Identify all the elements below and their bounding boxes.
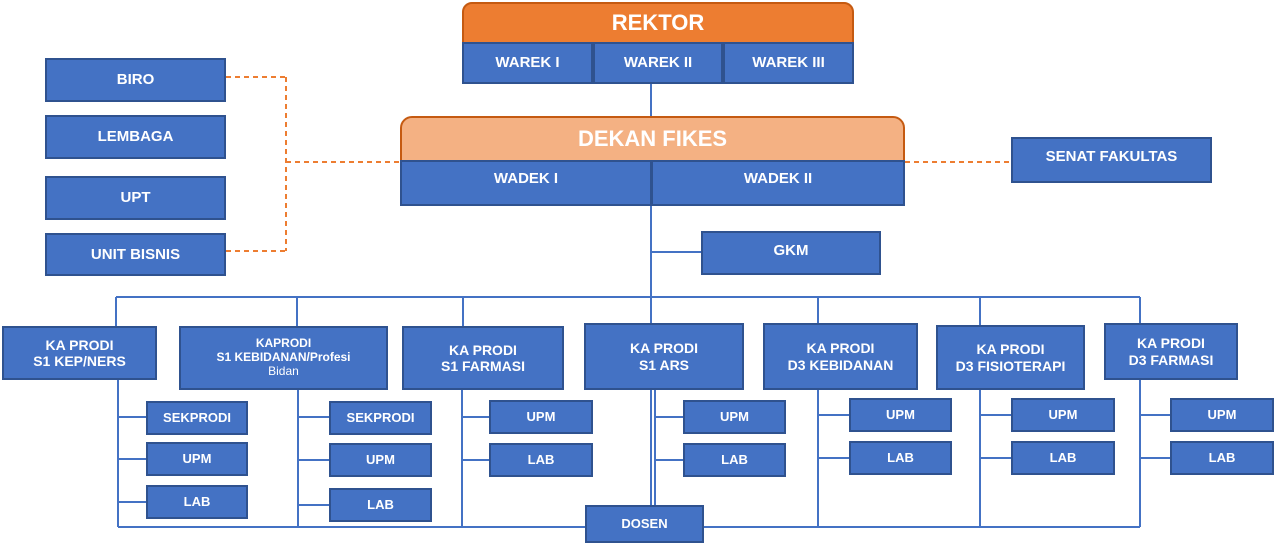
gkm-label: GKM [773, 242, 809, 259]
wadek-2-label: WADEK II [743, 170, 813, 187]
upm-box: UPM [1170, 398, 1274, 432]
upt-box: UPT [45, 176, 226, 220]
unit-bisnis-box: UNIT BISNIS [45, 233, 226, 276]
sekprodi-box: SEKPRODI [146, 401, 248, 435]
lab-box: LAB [489, 443, 593, 477]
dosen-box: DOSEN [585, 505, 704, 543]
wadek-1-label: WADEK I [493, 170, 559, 187]
upm-box: UPM [146, 442, 248, 476]
prodi-box-s1-farmasi: KA PRODI S1 FARMASI [402, 326, 564, 390]
prodi-name: S1 KEBIDANAN/Profesi [216, 350, 351, 365]
dekan-label: DEKAN FIKES [577, 126, 728, 152]
lab-box: LAB [1170, 441, 1274, 475]
upm-label: UPM [366, 451, 395, 467]
upm-label: UPM [526, 408, 556, 424]
upm-label: UPM [1048, 406, 1078, 422]
prodi-title: KA PRODI [806, 340, 875, 357]
prodi-name: S1 ARS [638, 356, 690, 373]
lab-box: LAB [1011, 441, 1115, 475]
prodi-title: KA PRODI [449, 341, 517, 358]
warek-3-label: WAREK III [752, 54, 825, 72]
prodi-title: KA PRODI [630, 340, 698, 357]
wadek-2-box: WADEK II [651, 160, 905, 206]
upm-box: UPM [1011, 398, 1115, 432]
senat-fakultas-box: SENAT FAKULTAS [1011, 137, 1212, 183]
upm-box: UPM [849, 398, 952, 432]
upt-label: UPT [120, 189, 151, 207]
lab-label: LAB [887, 449, 914, 465]
sekprodi-label: SEKPRODI [346, 409, 415, 425]
prodi-name: S1 FARMASI [440, 358, 525, 374]
lab-label: LAB [1208, 449, 1236, 465]
senat-fakultas-label: SENAT FAKULTAS [1045, 148, 1178, 165]
lab-label: LAB [721, 451, 748, 467]
warek-1-label: WAREK I [495, 54, 560, 72]
wadek-1-box: WADEK I [400, 160, 652, 206]
lab-label: LAB [367, 496, 394, 512]
prodi-title: KA PRODI [976, 341, 1045, 358]
prodi-name: S1 KEP/NERS [33, 353, 126, 369]
warek-2-box: WAREK II [593, 42, 723, 84]
upm-box: UPM [329, 443, 432, 477]
prodi-name-cont: Bidan [268, 363, 299, 378]
lab-label: LAB [527, 451, 555, 467]
dosen-label: DOSEN [621, 515, 668, 531]
prodi-box-d3-fisioterapi: KA PRODI D3 FISIOTERAPI [936, 325, 1085, 390]
prodi-box-d3-kebidanan: KA PRODI D3 KEBIDANAN [763, 323, 918, 390]
lab-label: LAB [183, 493, 211, 509]
prodi-name: D3 FISIOTERAPI [955, 357, 1066, 374]
sekprodi-box: SEKPRODI [329, 401, 432, 435]
lab-box: LAB [849, 441, 952, 475]
lab-box: LAB [146, 485, 248, 519]
prodi-title: KA PRODI [45, 336, 114, 353]
prodi-box-s1-kebidanan: KAPRODI S1 KEBIDANAN/Profesi Bidan [179, 326, 388, 390]
lembaga-label: LEMBAGA [97, 128, 174, 146]
prodi-box-s1-ars: KA PRODI S1 ARS [584, 323, 744, 390]
upm-label: UPM [182, 450, 212, 466]
upm-label: UPM [720, 408, 749, 424]
upm-label: UPM [886, 406, 915, 422]
gkm-box: GKM [701, 231, 881, 275]
prodi-box-s1-kep-ners: KA PRODI S1 KEP/NERS [2, 326, 157, 380]
prodi-title: KA PRODI [1137, 335, 1205, 352]
biro-box: BIRO [45, 58, 226, 102]
upm-box: UPM [683, 400, 786, 434]
upm-box: UPM [489, 400, 593, 434]
warek-2-label: WAREK II [623, 54, 693, 72]
biro-label: BIRO [116, 71, 155, 89]
lab-label: LAB [1049, 449, 1077, 465]
dekan-box: DEKAN FIKES [400, 116, 905, 162]
warek-3-box: WAREK III [723, 42, 854, 84]
unit-bisnis-label: UNIT BISNIS [90, 245, 181, 263]
prodi-box-d3-farmasi: KA PRODI D3 FARMASI [1104, 323, 1238, 380]
rektor-label: REKTOR [611, 10, 705, 36]
prodi-name: D3 KEBIDANAN [787, 356, 894, 373]
sekprodi-label: SEKPRODI [163, 409, 231, 425]
upm-label: UPM [1207, 406, 1237, 422]
prodi-name: D3 FARMASI [1128, 351, 1214, 368]
warek-1-box: WAREK I [462, 42, 593, 84]
lembaga-box: LEMBAGA [45, 115, 226, 159]
prodi-title: KAPRODI [255, 336, 312, 351]
lab-box: LAB [329, 488, 432, 522]
lab-box: LAB [683, 443, 786, 477]
rektor-box: REKTOR [462, 2, 854, 44]
